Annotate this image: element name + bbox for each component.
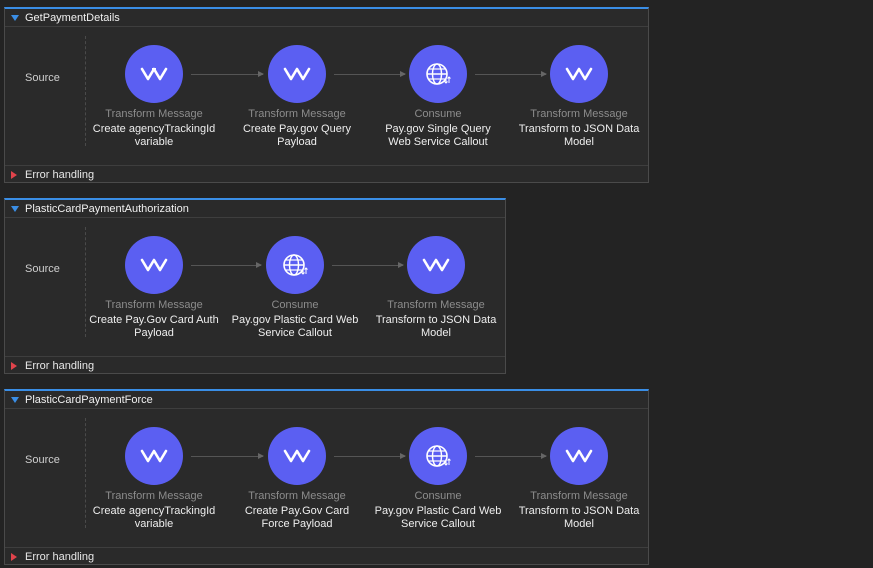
collapse-triangle-icon[interactable]	[11, 14, 19, 21]
node-name: Pay.gov Single Query Web Service Callout	[385, 123, 491, 148]
transform-icon[interactable]	[125, 236, 183, 294]
flow-header[interactable]: PlasticCardPaymentAuthorization	[5, 200, 505, 218]
node-type: Consume	[271, 299, 319, 311]
node-type: Transform Message	[530, 108, 628, 120]
source-divider	[85, 36, 86, 146]
flow-canvas: Source Transform Message Create Pay.Gov …	[5, 218, 505, 357]
expand-triangle-icon[interactable]	[11, 362, 17, 370]
transform-icon[interactable]	[550, 427, 608, 485]
connector-arrow	[475, 453, 547, 459]
source-label[interactable]: Source	[25, 263, 60, 275]
flow-title: PlasticCardPaymentForce	[25, 393, 153, 406]
globe-icon[interactable]	[266, 236, 324, 294]
connector-arrow	[475, 71, 547, 77]
collapse-triangle-icon[interactable]	[11, 396, 19, 403]
error-handling-toggle[interactable]: Error handling	[5, 166, 648, 184]
node-name: Transform to JSON Data Model	[518, 505, 640, 530]
expand-triangle-icon[interactable]	[11, 171, 17, 179]
connector-arrow	[334, 453, 406, 459]
connector-arrow	[334, 71, 406, 77]
flow-get-payment-details: GetPaymentDetails Source Transform Messa…	[4, 7, 649, 183]
source-divider	[85, 227, 86, 337]
flow-header[interactable]: GetPaymentDetails	[5, 9, 648, 27]
node-name: Pay.gov Plastic Card Web Service Callout	[374, 505, 502, 530]
node-type: Transform Message	[248, 108, 346, 120]
connector-arrow	[191, 453, 264, 459]
transform-icon[interactable]	[268, 45, 326, 103]
connector-arrow	[191, 262, 262, 268]
globe-icon[interactable]	[409, 45, 467, 103]
connector-arrow	[332, 262, 404, 268]
node-name: Create agencyTrackingId variable	[92, 123, 216, 148]
transform-icon[interactable]	[550, 45, 608, 103]
error-handling-label: Error handling	[25, 169, 95, 181]
flow-canvas: Source Transform Message Create agencyTr…	[5, 27, 648, 166]
transform-icon[interactable]	[407, 236, 465, 294]
transform-icon[interactable]	[125, 45, 183, 103]
node-name: Transform to JSON Data Model	[375, 314, 497, 339]
node-type: Transform Message	[105, 108, 203, 120]
flow-header[interactable]: PlasticCardPaymentForce	[5, 391, 648, 409]
transform-icon[interactable]	[268, 427, 326, 485]
transform-icon[interactable]	[125, 427, 183, 485]
flow-canvas: Source Transform Message Create agencyTr…	[5, 409, 648, 548]
flow-plastic-card-payment-authorization: PlasticCardPaymentAuthorization Source T…	[4, 198, 506, 374]
node-type: Transform Message	[530, 490, 628, 502]
node-name: Create Pay.Gov Card Force Payload	[244, 505, 350, 530]
node-type: Transform Message	[248, 490, 346, 502]
node-name: Transform to JSON Data Model	[518, 123, 640, 148]
node-name: Create Pay.Gov Card Auth Payload	[89, 314, 219, 339]
node-name: Pay.gov Plastic Card Web Service Callout	[231, 314, 359, 339]
source-label[interactable]: Source	[25, 72, 60, 84]
flow-title: GetPaymentDetails	[25, 11, 120, 24]
flow-plastic-card-payment-force: PlasticCardPaymentForce Source Transform…	[4, 389, 649, 565]
source-divider	[85, 418, 86, 528]
source-label[interactable]: Source	[25, 454, 60, 466]
error-handling-toggle[interactable]: Error handling	[5, 548, 648, 566]
node-type: Transform Message	[105, 490, 203, 502]
error-handling-label: Error handling	[25, 360, 95, 372]
node-type: Consume	[414, 490, 462, 502]
error-handling-label: Error handling	[25, 551, 95, 563]
node-name: Create agencyTrackingId variable	[92, 505, 216, 530]
error-handling-toggle[interactable]: Error handling	[5, 357, 505, 375]
node-type: Transform Message	[387, 299, 485, 311]
flow-title: PlasticCardPaymentAuthorization	[25, 202, 189, 215]
globe-icon[interactable]	[409, 427, 467, 485]
node-type: Transform Message	[105, 299, 203, 311]
node-name: Create Pay.gov Query Payload	[242, 123, 351, 148]
connector-arrow	[191, 71, 264, 77]
collapse-triangle-icon[interactable]	[11, 205, 19, 212]
node-type: Consume	[414, 108, 462, 120]
expand-triangle-icon[interactable]	[11, 553, 17, 561]
